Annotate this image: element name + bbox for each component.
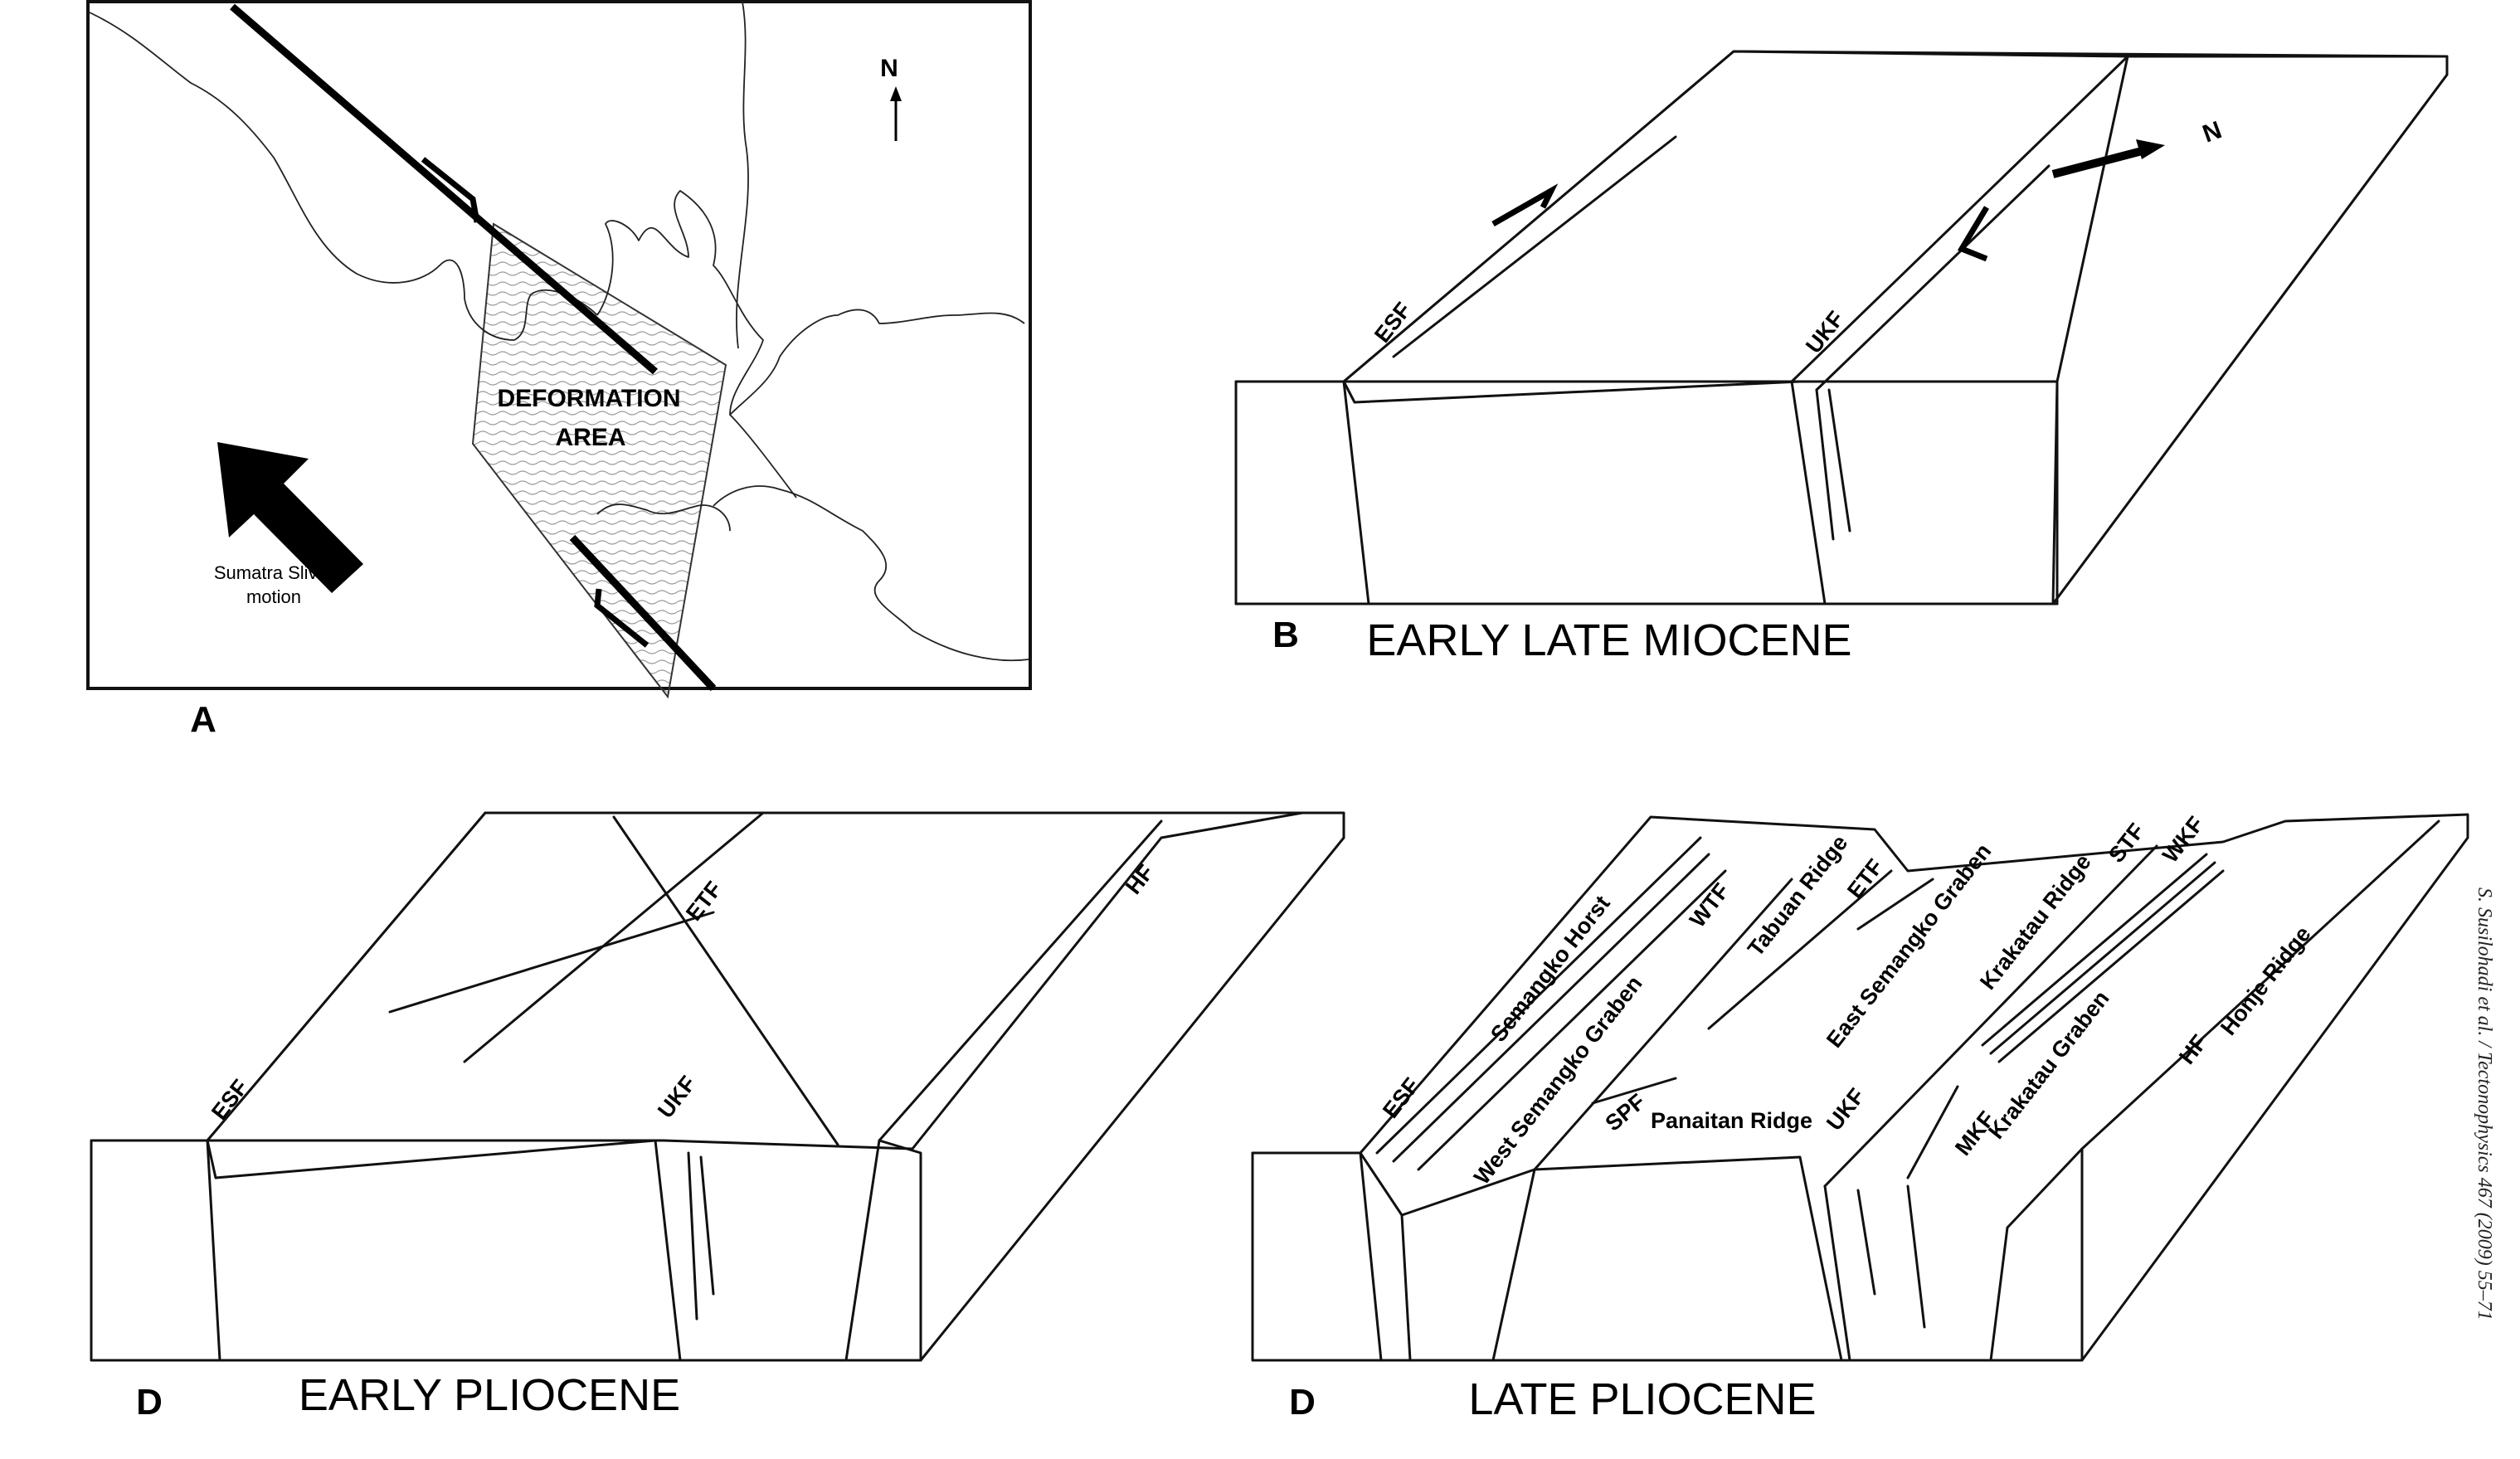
panel-d-krakatau-trace-2 <box>1989 861 2216 1055</box>
sumatra-fault-south <box>569 534 717 692</box>
panel-d-krakatau-trace-3 <box>1997 869 2225 1063</box>
panel-b-shear-arrow-2-icon <box>1957 206 1990 262</box>
panel-c-ukf-trace <box>612 815 839 1146</box>
panel-d-esf-trace <box>1375 836 1702 1155</box>
panel-d-wtf-trace-1 <box>1392 853 1710 1163</box>
panel-d-mkf-trace <box>1906 1085 1959 1179</box>
panel-d-graben-cut <box>1400 1213 1412 1362</box>
motion-label-1: Sumatra Sliver <box>214 562 333 583</box>
panel-b-ukf-trace <box>1815 164 2051 391</box>
deformation-label-1: DEFORMATION <box>497 385 680 412</box>
north-arrow-head-icon <box>890 86 902 101</box>
panel-d-hf-cut <box>1989 1226 2009 1362</box>
panel-c-top-face <box>206 811 1304 1150</box>
panel-c-block: ESF ETF UKF HF D EARLY PLIOCENE <box>90 811 1345 1423</box>
panel-c-letter: D <box>136 1382 163 1423</box>
panel-d-block: ESF Semangko Horst West Semangko Graben … <box>1251 812 2469 1424</box>
panel-d-spf-trace <box>1591 1077 1677 1105</box>
panel-b-title: EARLY LATE MIOCENE <box>1366 615 1851 665</box>
panel-d-letter: D <box>1289 1382 1316 1423</box>
coastline-river <box>736 1 749 349</box>
north-label: N <box>880 55 898 82</box>
panel-d-krakatau-trace-1 <box>1981 853 2208 1047</box>
panel-c-esf-step <box>206 1139 657 1179</box>
panel-c-ukf-split-1 <box>687 1151 698 1320</box>
deformation-label-2: AREA <box>555 424 625 451</box>
panel-d-mkf-split <box>1856 1189 1876 1296</box>
coastline-cape <box>596 503 731 532</box>
panel-d-panaitan-face <box>1533 1155 1843 1362</box>
coastline-east <box>729 309 1025 416</box>
panel-d-mkf-split-2 <box>1906 1184 1926 1329</box>
panel-b-front <box>1234 380 2059 605</box>
panel-d-title: LATE PLIOCENE <box>1468 1374 1816 1424</box>
panel-c-hf-trace <box>878 819 1163 1142</box>
map-frame <box>86 0 1032 690</box>
panel-d-etf-trace <box>1707 869 1893 1030</box>
deformation-area <box>471 222 727 699</box>
panel-b-esf-cut <box>1342 380 1370 605</box>
panel-d-wtf-trace-2 <box>1417 869 1727 1171</box>
shear-arrow-north-icon <box>421 157 480 223</box>
panel-b-shear-arrow-1-icon <box>1491 183 1559 227</box>
panel-d-panaitan-ridge: Panaitan Ridge <box>1651 1108 1812 1133</box>
panel-a-letter: A <box>190 699 216 740</box>
coastline-south <box>713 485 1029 662</box>
panel-b-letter: B <box>1272 615 1299 655</box>
panel-d-outline <box>1251 813 2469 1362</box>
sumatra-fault-north <box>230 3 658 375</box>
panel-c-hf-cut <box>844 1139 881 1362</box>
panel-b-block: N ESF UKF B EARLY LATE MIOCENE <box>1234 50 2449 665</box>
panel-b-ukf-split-2 <box>1827 388 1851 533</box>
panel-d-spf-cut <box>1491 1168 1536 1362</box>
panel-d-ukf-split <box>1823 1184 1851 1362</box>
panel-b-north-arrowhead-icon <box>2136 139 2165 159</box>
panel-c-hf-face <box>878 1139 922 1362</box>
panel-b-right-face <box>1790 380 2059 605</box>
panel-b-ukf-face <box>1790 380 1827 605</box>
motion-label-2: motion <box>246 586 301 607</box>
panel-d-hf-trace <box>2080 819 2440 1150</box>
panel-b-esf-step <box>1342 380 1802 404</box>
panel-a-map: N DEFORMATION AREA Sumatra Sliver motion… <box>86 0 1032 740</box>
panel-c-ukf-split-2 <box>699 1155 715 1296</box>
panel-b-esf-trace <box>1392 135 1677 358</box>
coastline-north <box>596 190 797 498</box>
coastline-west <box>89 12 598 341</box>
sliver-motion-arrow-icon <box>217 442 363 593</box>
panel-c-ukf-face <box>654 1139 682 1362</box>
panel-d-wtf-trace-3 <box>1533 878 1793 1171</box>
shear-arrow-south-icon <box>594 588 649 648</box>
panel-d-east-graben-trace <box>1856 878 1934 931</box>
panel-b-ukf-split-1 <box>1815 388 1835 541</box>
panel-b-north-arrow-icon <box>2051 145 2150 178</box>
panel-d-ukf-trace <box>1823 844 2158 1188</box>
panel-b-top-face-east <box>2051 55 2449 605</box>
panel-c-etf-trace <box>463 811 765 1063</box>
panel-c-title: EARLY PLIOCENE <box>299 1370 680 1420</box>
citation-credit: S. Susilohadi et al. / Tectonophysics 46… <box>2474 888 2495 1320</box>
panel-c-inner-trace <box>388 911 715 1014</box>
